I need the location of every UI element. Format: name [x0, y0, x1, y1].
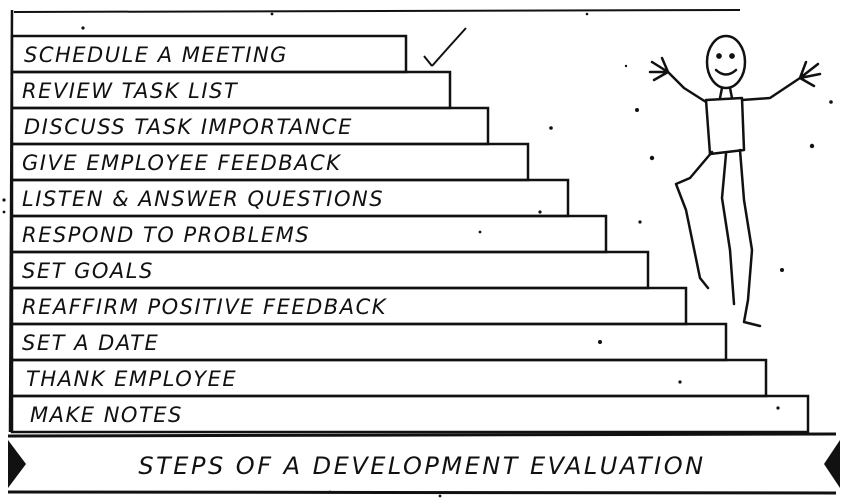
banner-title: STEPS OF A DEVELOPMENT EVALUATION [138, 452, 705, 480]
staircase-steps: SCHEDULE A MEETING REVIEW TASK LIST DISC… [10, 34, 810, 434]
step-6: RESPOND TO PROBLEMS [10, 214, 608, 254]
figure-left-leg [674, 150, 714, 290]
top-border-line [13, 9, 741, 13]
figure-left-arm [666, 70, 708, 104]
figure-head [705, 34, 747, 90]
figure-smile [714, 68, 738, 76]
step-8-label: REAFFIRM POSITIVE FEEDBACK [22, 295, 388, 319]
title-banner: STEPS OF A DEVELOPMENT EVALUATION [7, 432, 840, 495]
figure-right-eye [729, 53, 735, 59]
step-10: THANK EMPLOYEE [10, 358, 768, 398]
banner-left-arrow [8, 440, 26, 488]
step-4-label: GIVE EMPLOYEE FEEDBACK [22, 151, 342, 175]
step-7: SET GOALS [10, 250, 650, 290]
step-2: REVIEW TASK LIST [10, 70, 452, 110]
figure-right-leg [738, 148, 762, 328]
step-4: GIVE EMPLOYEE FEEDBACK [10, 142, 530, 182]
step-5: LISTEN & ANSWER QUESTIONS [10, 178, 570, 218]
figure-left-eye [716, 53, 722, 59]
step-5-label: LISTEN & ANSWER QUESTIONS [22, 187, 384, 211]
banner-top-line [7, 432, 837, 438]
step-11-box [10, 394, 810, 434]
step-8: REAFFIRM POSITIVE FEEDBACK [10, 286, 688, 326]
step-9-label: SET A DATE [22, 331, 159, 355]
step-11-label: MAKE NOTES [30, 403, 183, 427]
figure-left-hand [648, 56, 670, 82]
step-10-label: THANK EMPLOYEE [26, 367, 237, 391]
check-mark-icon [431, 27, 467, 67]
step-3: DISCUSS TASK IMPORTANCE [10, 106, 490, 146]
figure-right-arm [740, 76, 802, 102]
step-7-label: SET GOALS [22, 259, 154, 283]
step-11: MAKE NOTES [10, 394, 810, 434]
print-speckles [2, 12, 833, 498]
figure-right-hand [798, 60, 822, 88]
figure-inner-leg [720, 152, 736, 306]
step-1-label: SCHEDULE A MEETING [24, 43, 288, 67]
figure-torso [704, 96, 746, 156]
step-9: SET A DATE [10, 322, 728, 362]
banner-bottom-line [7, 490, 837, 495]
cheering-figure-illustration [648, 34, 822, 328]
banner-right-arrow [824, 440, 840, 488]
step-2-label: REVIEW TASK LIST [22, 79, 239, 103]
step-1: SCHEDULE A MEETING [10, 34, 408, 74]
check-mark-tail [423, 55, 433, 67]
figure-neck [718, 86, 734, 100]
step-3-label: DISCUSS TASK IMPORTANCE [24, 115, 353, 139]
step-6-label: RESPOND TO PROBLEMS [22, 223, 310, 247]
